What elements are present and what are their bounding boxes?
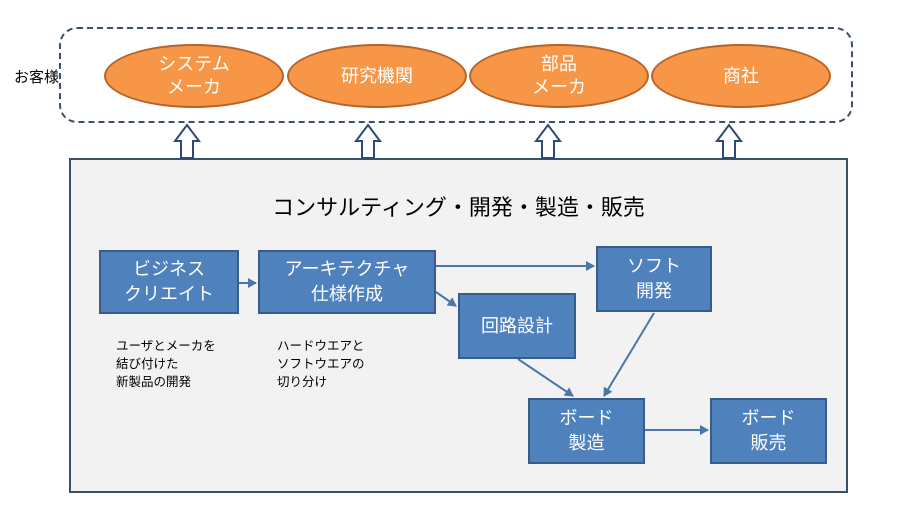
box-architecture-spec: アーキテクチャ 仕様作成 bbox=[258, 250, 436, 314]
box-board-manufacture: ボード 製造 bbox=[528, 398, 645, 464]
up-arrow-1 bbox=[173, 123, 201, 159]
flow-software-to-board bbox=[603, 312, 655, 397]
note-architecture: ハードウエアと ソフトウエアの 切り分け bbox=[277, 338, 365, 389]
note-business: ユーザとメーカを 結び付けた 新製品の開発 bbox=[116, 338, 216, 389]
customer-label: お客様 bbox=[14, 68, 60, 86]
box-business-create: ビジネス クリエイト bbox=[99, 250, 239, 314]
flow-arch-to-circuit bbox=[435, 291, 457, 307]
customer-group-frame bbox=[59, 27, 853, 123]
flow-circuit-to-board bbox=[517, 358, 574, 397]
customer-system-maker: システム メーカ bbox=[104, 44, 284, 108]
panel-title: コンサルティング・開発・製造・販売 bbox=[272, 196, 645, 221]
customer-research-institute: 研究機関 bbox=[287, 44, 467, 108]
customer-parts-maker: 部品 メーカ bbox=[469, 44, 649, 108]
up-arrow-4 bbox=[715, 123, 743, 159]
box-software-dev: ソフト 開発 bbox=[596, 246, 712, 312]
up-arrow-3 bbox=[534, 123, 562, 159]
customer-trading-company: 商社 bbox=[651, 44, 831, 108]
up-arrow-2 bbox=[354, 123, 382, 159]
box-circuit-design: 回路設計 bbox=[458, 293, 576, 359]
box-board-sales: ボード 販売 bbox=[710, 398, 827, 464]
